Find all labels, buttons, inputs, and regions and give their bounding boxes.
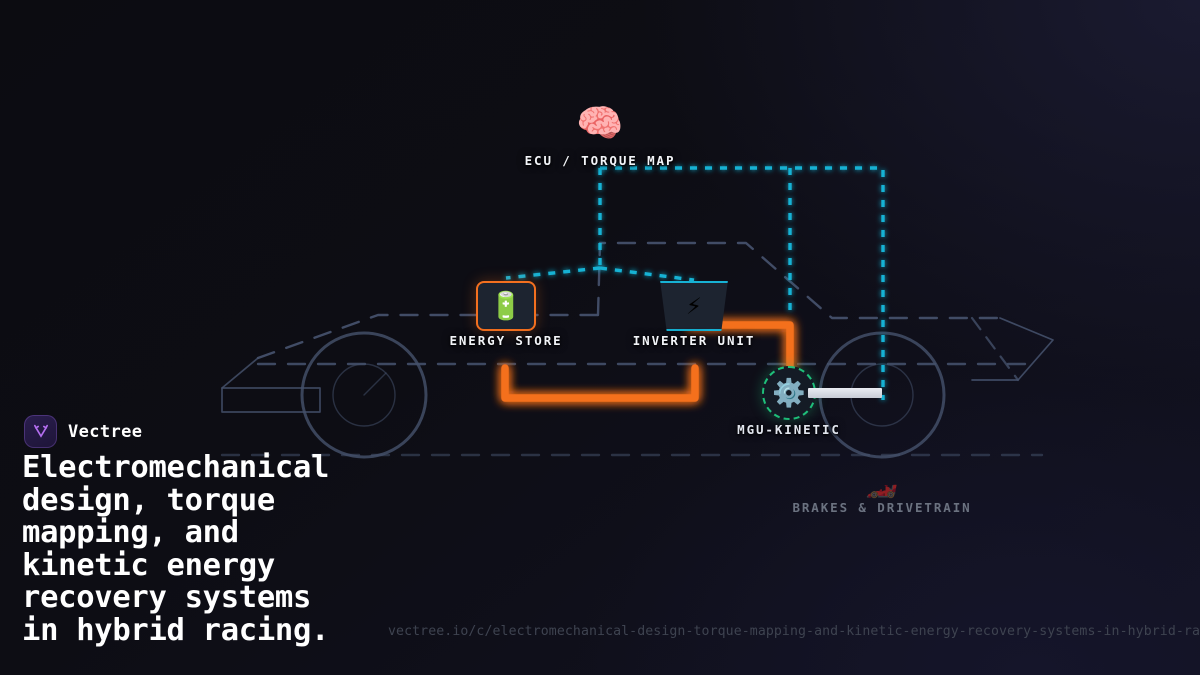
lightning-bolt-icon: ⚡ (686, 291, 702, 321)
node-mgu-kinetic[interactable]: ⚙️ MGU-KINETIC (737, 366, 839, 437)
gear-icon: ⚙️ (772, 377, 806, 409)
node-ecu[interactable]: 🧠 ECU / TORQUE MAP (525, 101, 674, 168)
mgu-circle[interactable]: ⚙️ (762, 366, 816, 420)
drive-shaft-bar (808, 388, 882, 398)
page-title: Electromechanical design, torque mapping… (22, 450, 330, 648)
node-inverter[interactable]: ⚡ INVERTER UNIT (633, 281, 753, 348)
battery-icon: 🔋 (489, 290, 523, 322)
link-ecu-to-energy-store (505, 266, 601, 280)
brand-name: Vectree (68, 421, 143, 442)
node-label-energy-store: ENERGY STORE (449, 333, 563, 348)
node-label-inverter: INVERTER UNIT (632, 333, 756, 348)
inverter-box[interactable]: ⚡ (658, 281, 730, 331)
permalink-url: vectree.io/c/electromechanical-design-to… (388, 624, 1200, 639)
node-brakes-drivetrain[interactable]: 🏎️ BRAKES & DRIVETRAIN (792, 470, 969, 515)
vectree-v-logo-icon (24, 415, 57, 448)
link-power-bus (501, 364, 699, 402)
energy-store-box[interactable]: 🔋 (476, 281, 536, 331)
node-label-mgu-kinetic: MGU-KINETIC (737, 422, 841, 437)
brain-icon: 🧠 (576, 101, 624, 145)
racing-car-icon: 🏎️ (865, 470, 899, 500)
node-label-ecu: ECU / TORQUE MAP (524, 153, 676, 168)
brand-lockup[interactable]: Vectree (24, 415, 142, 448)
inverter-trapezoid (660, 281, 728, 331)
link-ecu-to-inverter (599, 266, 695, 282)
link-ecu-top-rail (600, 166, 885, 400)
node-energy-store[interactable]: 🔋 ENERGY STORE (449, 281, 561, 348)
node-label-brakes-drivetrain: BRAKES & DRIVETRAIN (792, 500, 972, 515)
